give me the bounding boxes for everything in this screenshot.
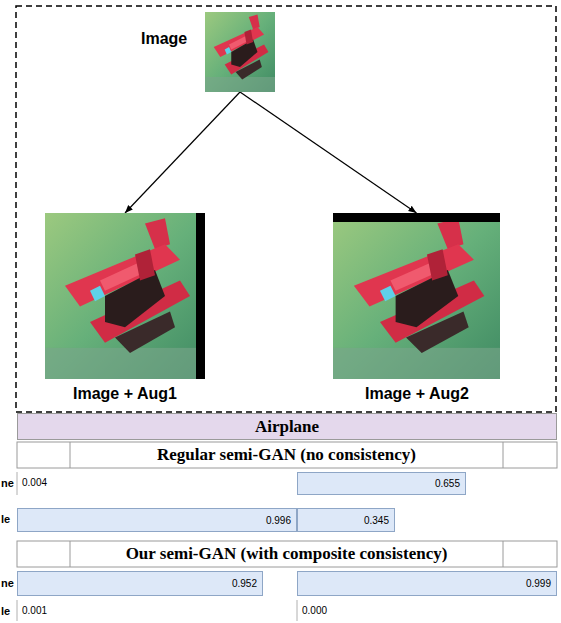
probability-value: 0.000 bbox=[302, 605, 327, 616]
class-header: Airplane bbox=[17, 413, 557, 440]
image-caption: Image bbox=[141, 30, 187, 48]
table-rule bbox=[70, 442, 71, 468]
airplane-picture bbox=[205, 12, 275, 92]
row-label: le bbox=[1, 605, 10, 617]
augmented-image: Image + Aug1 bbox=[45, 213, 205, 379]
header-text: Our semi-GAN (with composite consistency… bbox=[126, 544, 448, 564]
probability-bar: 0.952 bbox=[17, 571, 263, 596]
probability-value: 0.001 bbox=[22, 605, 47, 616]
method-header: Our semi-GAN (with composite consistency… bbox=[70, 541, 503, 567]
arrow-connector bbox=[125, 92, 240, 213]
probability-value: 0.345 bbox=[364, 515, 389, 526]
input-image: Image bbox=[205, 12, 275, 92]
airplane-picture bbox=[45, 213, 205, 379]
header-text: Airplane bbox=[255, 417, 319, 437]
probability-bar: 0.655 bbox=[297, 472, 466, 495]
table-row bbox=[17, 442, 557, 468]
cell-rule bbox=[17, 600, 18, 621]
probability-bar: 0.345 bbox=[297, 508, 395, 532]
row-label: ne bbox=[1, 477, 14, 489]
row-label: ne bbox=[1, 577, 14, 589]
probability-value: 0.655 bbox=[435, 478, 460, 489]
probability-bar: 0.996 bbox=[17, 508, 297, 532]
table-row bbox=[17, 541, 557, 567]
probability-value: 0.004 bbox=[22, 477, 47, 488]
cell-rule bbox=[17, 472, 18, 495]
probability-value: 0.999 bbox=[526, 578, 551, 589]
method-header: Regular semi-GAN (no consistency) bbox=[70, 442, 503, 468]
probability-value: 0.996 bbox=[266, 515, 291, 526]
arrow-connector bbox=[240, 92, 417, 213]
probability-value: 0.952 bbox=[232, 578, 257, 589]
augmented-image: Image + Aug2 bbox=[333, 213, 500, 379]
probability-bar: 0.999 bbox=[297, 571, 557, 596]
table-rule bbox=[503, 442, 504, 468]
row-label: le bbox=[1, 513, 10, 525]
table-rule bbox=[70, 541, 71, 567]
image-caption: Image + Aug2 bbox=[365, 385, 469, 403]
airplane-picture bbox=[333, 213, 500, 379]
image-caption: Image + Aug1 bbox=[73, 385, 177, 403]
dashed-frame bbox=[16, 6, 556, 412]
header-text: Regular semi-GAN (no consistency) bbox=[157, 445, 416, 465]
table-rule bbox=[503, 541, 504, 567]
cell-rule bbox=[297, 600, 298, 621]
